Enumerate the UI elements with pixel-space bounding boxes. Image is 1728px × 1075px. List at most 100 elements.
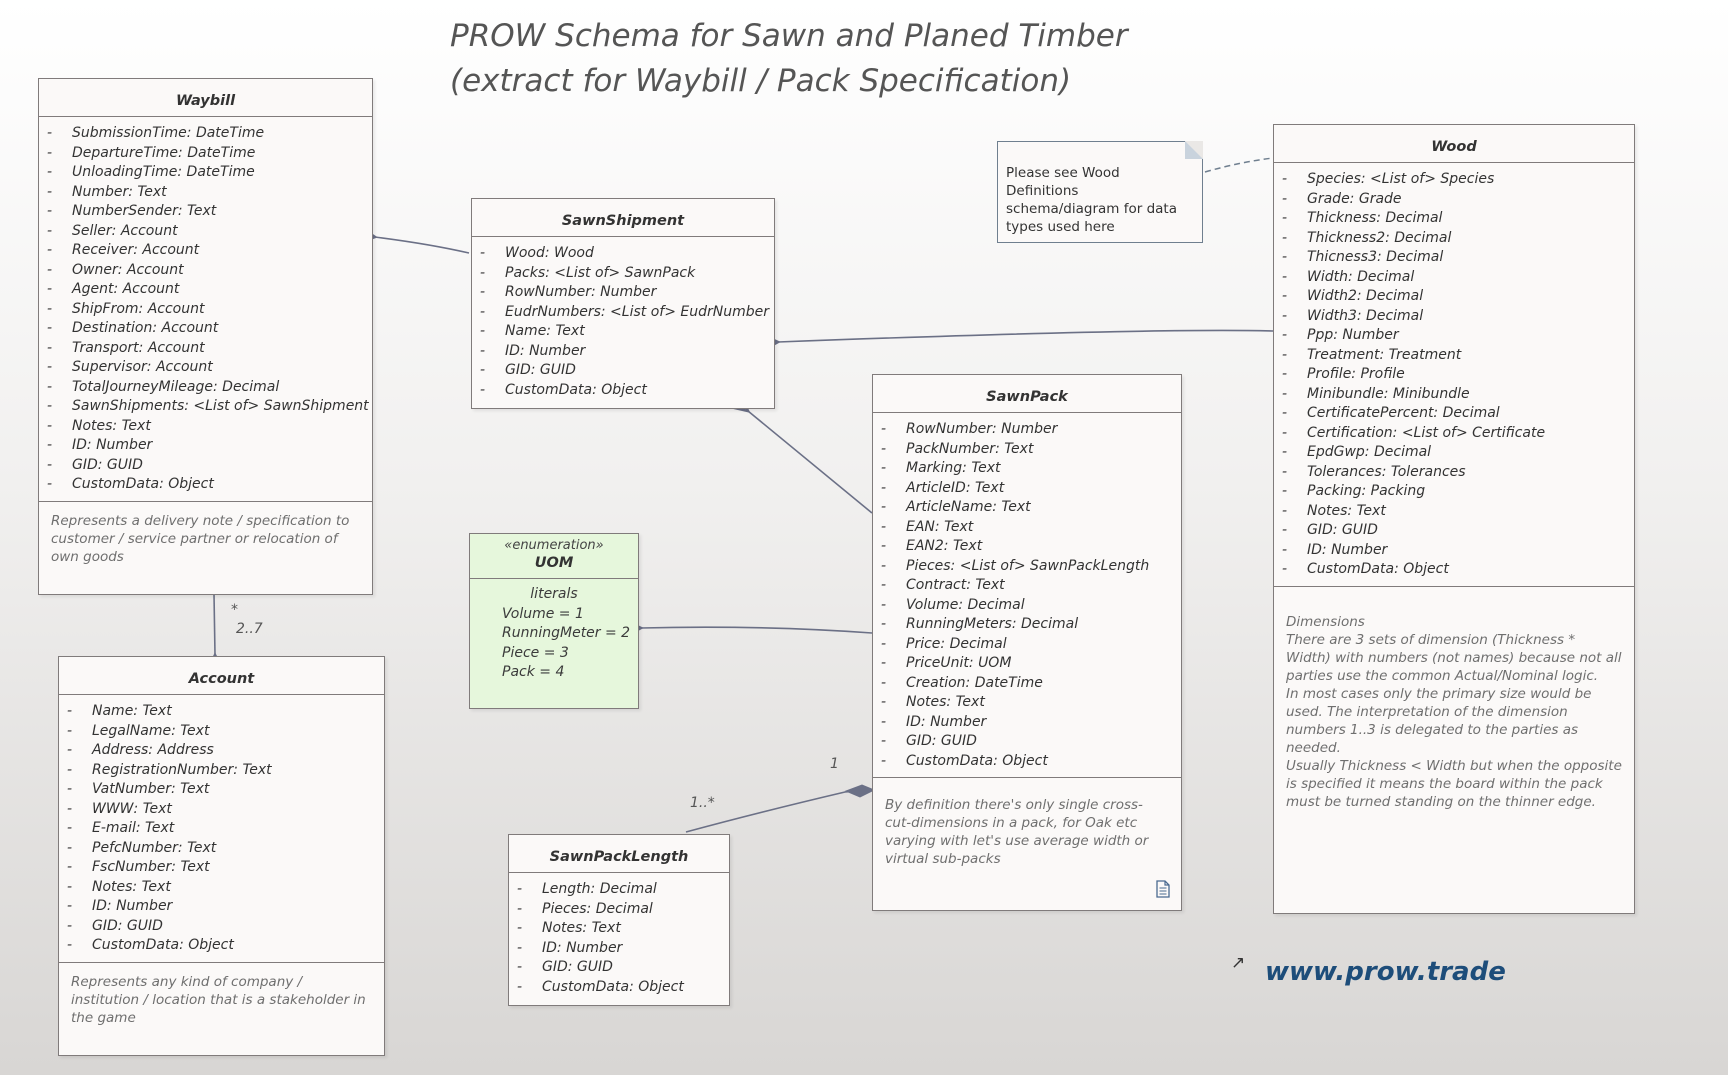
attribute-visibility: - bbox=[1282, 405, 1288, 421]
attribute-row: -Minibundle: Minibundle bbox=[1274, 385, 1634, 405]
attribute-row: -Thickness: Decimal bbox=[1274, 209, 1634, 229]
attribute-visibility: - bbox=[1282, 522, 1288, 538]
title-line-1: PROW Schema for Sawn and Planed Timber bbox=[450, 18, 1128, 54]
attribute-row: -ArticleName: Text bbox=[873, 498, 1181, 518]
document-icon[interactable] bbox=[1155, 880, 1171, 898]
attribute-row: -ShipFrom: Account bbox=[39, 300, 372, 320]
attribute-text: ID: Number bbox=[92, 898, 173, 914]
attribute-row: -Supervisor: Account bbox=[39, 358, 372, 378]
class-note: Dimensions There are 3 sets of dimension… bbox=[1274, 585, 1634, 821]
attribute-row: -NumberSender: Text bbox=[39, 202, 372, 222]
attribute-text: ArticleID: Text bbox=[906, 479, 1005, 496]
literals-header: literals bbox=[530, 586, 578, 602]
attribute-row: -Address: Address bbox=[59, 741, 384, 761]
attribute-text: Contract: Text bbox=[906, 577, 1005, 593]
note-wood-definitions[interactable]: Please see Wood Definitions schema/diagr… bbox=[997, 141, 1203, 243]
attribute-text: ID: Number bbox=[542, 939, 623, 956]
attribute-text: Tolerances: Tolerances bbox=[1307, 463, 1466, 480]
attribute-visibility: - bbox=[47, 378, 53, 395]
attribute-text: Treatment: Treatment bbox=[1307, 346, 1462, 363]
line-pack-to-length bbox=[685, 789, 875, 833]
attribute-visibility: - bbox=[47, 456, 53, 473]
attribute-text: GID: GUID bbox=[505, 362, 576, 378]
attribute-text: ArticleName: Text bbox=[906, 499, 1031, 515]
note-text: Please see Wood Definitions schema/diagr… bbox=[1006, 165, 1177, 235]
class-wood[interactable]: Wood -Species: <List of> Species-Grade: … bbox=[1273, 124, 1635, 914]
attribute-text: Packs: <List of> SawnPack bbox=[505, 264, 696, 281]
website-link[interactable]: www.prow.trade bbox=[1265, 957, 1506, 987]
attribute-text: Wood: Wood bbox=[505, 245, 594, 261]
attribute-text: Ppp: Number bbox=[1307, 327, 1399, 343]
external-link-icon[interactable]: ↗ bbox=[1231, 953, 1246, 973]
attribute-visibility: - bbox=[881, 440, 887, 457]
attribute-visibility: - bbox=[1282, 190, 1288, 207]
attribute-text: Agent: Account bbox=[72, 281, 180, 297]
line-wood-to-shipment bbox=[778, 329, 1274, 342]
class-sawnshipment[interactable]: SawnShipment - Wood: Wood - Packs: <List of… bbox=[471, 198, 775, 409]
class-waybill[interactable]: Waybill -SubmissionTime: DateTime-Depart… bbox=[38, 78, 373, 595]
attribute-text: Transport: Account bbox=[72, 339, 205, 356]
attribute-text: GID: GUID bbox=[1307, 522, 1378, 538]
attribute-text: ID: Number bbox=[906, 713, 987, 730]
attribute-visibility: - bbox=[881, 538, 887, 554]
attribute-row: -Receiver: Account bbox=[39, 241, 372, 261]
attribute-row: -ID: Number bbox=[472, 342, 774, 362]
attribute-text: VatNumber: Text bbox=[92, 781, 210, 797]
attribute-text: Volume: Decimal bbox=[906, 596, 1025, 613]
attribute-text: Packing: Packing bbox=[1307, 483, 1426, 499]
attribute-text: SawnShipments: <List of> SawnShipment bbox=[72, 398, 369, 414]
attribute-visibility: - bbox=[1282, 483, 1288, 499]
class-title: SawnShipment bbox=[472, 199, 774, 237]
enum-literal: Piece = 3 bbox=[502, 644, 569, 661]
attribute-text: ID: Number bbox=[72, 437, 153, 453]
attribute-visibility: - bbox=[67, 742, 73, 758]
attribute-row: -WWW: Text bbox=[59, 800, 384, 820]
class-note: Represents a delivery note / specificati… bbox=[39, 500, 372, 576]
attribute-visibility: - bbox=[480, 342, 486, 359]
attribute-text: Notes: Text bbox=[92, 878, 171, 895]
attribute-row: -Agent: Account bbox=[39, 280, 372, 300]
attribute-visibility: - bbox=[881, 674, 887, 691]
attribute-visibility: - bbox=[480, 303, 486, 320]
attribute-row: -Treatment: Treatment bbox=[1274, 346, 1634, 366]
attribute-row: -Certification: <List of> Certificate bbox=[1274, 424, 1634, 444]
attribute-row: -CertificatePercent: Decimal bbox=[1274, 404, 1634, 424]
multiplicity-many: 1..* bbox=[690, 795, 715, 811]
attribute-visibility: - bbox=[881, 421, 887, 437]
attribute-row: -Width3: Decimal bbox=[1274, 307, 1634, 327]
attribute-visibility: - bbox=[1282, 561, 1288, 577]
attribute-visibility: - bbox=[480, 264, 486, 281]
class-title: SawnPack bbox=[873, 375, 1181, 413]
attribute-text: PackNumber: Text bbox=[906, 440, 1034, 457]
attribute-text: RowNumber: Number bbox=[505, 284, 657, 300]
attribute-text: CustomData: Object bbox=[542, 978, 684, 995]
attribute-visibility: - bbox=[67, 937, 73, 953]
class-title: Account bbox=[59, 657, 384, 695]
attribute-text: Pieces: <List of> SawnPackLength bbox=[906, 557, 1150, 574]
enum-title: UOM bbox=[470, 553, 638, 579]
attribute-text: Notes: Text bbox=[906, 694, 985, 710]
multiplicity-one: 1 bbox=[830, 756, 839, 772]
attribute-visibility: - bbox=[480, 245, 486, 261]
attribute-list: -RowNumber: Number-PackNumber: Text-Mark… bbox=[873, 413, 1181, 777]
attribute-visibility: - bbox=[67, 703, 73, 719]
attribute-text: Notes: Text bbox=[542, 920, 621, 936]
attribute-text: Length: Decimal bbox=[542, 881, 657, 897]
attribute-text: EAN: Text bbox=[906, 518, 974, 535]
attribute-row: -ArticleID: Text bbox=[873, 479, 1181, 499]
attribute-visibility: - bbox=[1282, 327, 1288, 343]
attribute-text: EpdGwp: Decimal bbox=[1307, 444, 1432, 460]
attribute-list: -Species: <List of> Species-Grade: Grade… bbox=[1274, 163, 1634, 586]
attribute-visibility: - bbox=[881, 577, 887, 593]
class-sawnpacklength[interactable]: SawnPackLength -Length: Decimal-Pieces: … bbox=[508, 834, 730, 1006]
attribute-row: - Wood: Wood bbox=[472, 244, 774, 264]
attribute-text: CustomData: Object bbox=[72, 476, 214, 492]
attribute-text: Notes: Text bbox=[72, 417, 151, 434]
attribute-text: Thickness: Decimal bbox=[1307, 210, 1443, 226]
line-note-to-wood bbox=[1204, 157, 1274, 173]
class-sawnpack[interactable]: SawnPack -RowNumber: Number-PackNumber: … bbox=[872, 374, 1182, 911]
class-account[interactable]: Account -Name: Text-LegalName: Text-Addr… bbox=[58, 656, 385, 1056]
attribute-text: Seller: Account bbox=[72, 222, 178, 239]
